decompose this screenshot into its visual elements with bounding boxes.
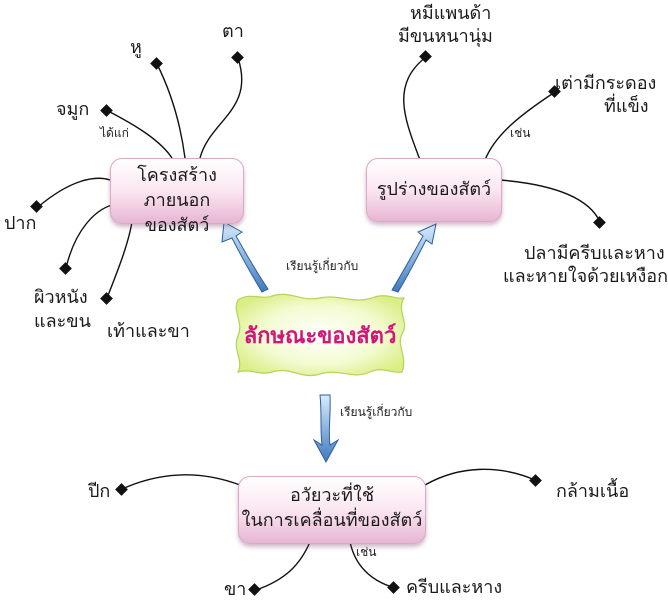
item-feet: เท้าและขา xyxy=(107,321,190,342)
connector-mouth xyxy=(37,177,111,208)
locomotion-connectors xyxy=(121,468,536,591)
arrow-to-locomotion xyxy=(312,394,340,464)
blue-arrows xyxy=(221,221,437,464)
marker-ear xyxy=(150,57,163,70)
external-structure-connectors xyxy=(37,57,243,299)
connector-feet xyxy=(106,221,133,299)
arrow-to-external-structure xyxy=(221,221,269,293)
link-learn-upper: เรียนรู้เกี่ยวกับ xyxy=(286,259,359,273)
marker-leg xyxy=(248,583,261,596)
link-learn-lower: เรียนรู้เกี่ยวกับ xyxy=(340,405,413,419)
connector-turtle xyxy=(484,91,556,161)
connector-skin xyxy=(65,204,113,269)
arrow-to-body-shape xyxy=(391,223,437,293)
marker-muscle xyxy=(529,474,542,487)
link-namely: ได้แก่ xyxy=(100,126,129,140)
marker-fish xyxy=(593,216,606,229)
marker-mouth xyxy=(30,200,43,213)
box-locomotion-line1: อวัยวะที่ใช้ xyxy=(289,485,375,506)
connector-wing xyxy=(121,474,241,490)
item-ear: หู xyxy=(130,37,142,58)
marker-feet xyxy=(100,292,113,305)
center-node-label: ลักษณะของสัตว์ xyxy=(243,324,397,349)
item-mouth: ปาก xyxy=(4,213,37,234)
marker-nose xyxy=(100,104,113,117)
item-fish-line2: และหายใจด้วยเหงือก xyxy=(503,266,668,287)
marker-skin xyxy=(59,262,72,275)
link-such-as-bottom: เช่น xyxy=(356,545,377,559)
item-nose: จมูก xyxy=(56,99,90,120)
box-locomotion-line2: ในการเคลื่อนที่ของสัตว์ xyxy=(241,510,423,532)
center-node-shape xyxy=(235,293,406,376)
item-skin-line2: และขน xyxy=(34,311,91,332)
item-turtle-line1: เต่ามีกระดอง xyxy=(555,73,657,94)
item-fish-line1: ปลามีครีบและหาง xyxy=(524,243,665,264)
connector-panda xyxy=(403,56,427,161)
box-body-shape: รูปร่างของสัตว์ xyxy=(366,158,502,222)
box-body-shape-line1: รูปร่างของสัตว์ xyxy=(376,179,492,200)
item-fin-tail: ครีบและหาง xyxy=(406,577,503,598)
connector-ear xyxy=(156,63,186,159)
connector-eye xyxy=(199,57,243,159)
item-leg: ขา xyxy=(224,579,247,600)
box-external-structure-line1: โครงสร้างภายนอก xyxy=(137,165,217,212)
box-external-structure: โครงสร้างภายนอก ของสัตว์ xyxy=(110,158,244,236)
connector-fish xyxy=(499,179,601,223)
connector-muscle xyxy=(424,468,536,486)
marker-wing xyxy=(115,483,128,496)
item-skin-line1: ผิวหนัง xyxy=(34,287,88,308)
item-turtle-line2: ที่แข็ง xyxy=(604,96,649,117)
item-wing: ปีก xyxy=(88,481,111,502)
box-locomotion-organs: อวัยวะที่ใช้ ในการเคลื่อนที่ของสัตว์ xyxy=(238,476,426,544)
body-shape-connectors xyxy=(403,56,601,223)
link-such-as-top: เช่น xyxy=(510,126,531,140)
item-muscle: กล้ามเนื้อ xyxy=(556,481,630,502)
box-external-structure-line2: ของสัตว์ xyxy=(144,215,210,237)
connector-leg xyxy=(255,541,311,591)
connector-nose xyxy=(107,110,173,159)
marker-eye xyxy=(231,51,244,64)
item-panda-line1: หมีแพนด้า xyxy=(410,3,492,24)
connector-fin xyxy=(349,541,393,588)
marker-fin xyxy=(387,581,400,594)
item-eye: ตา xyxy=(222,21,244,42)
item-panda-line2: มีขนหนานุ่ม xyxy=(398,26,493,47)
marker-panda xyxy=(419,50,432,63)
